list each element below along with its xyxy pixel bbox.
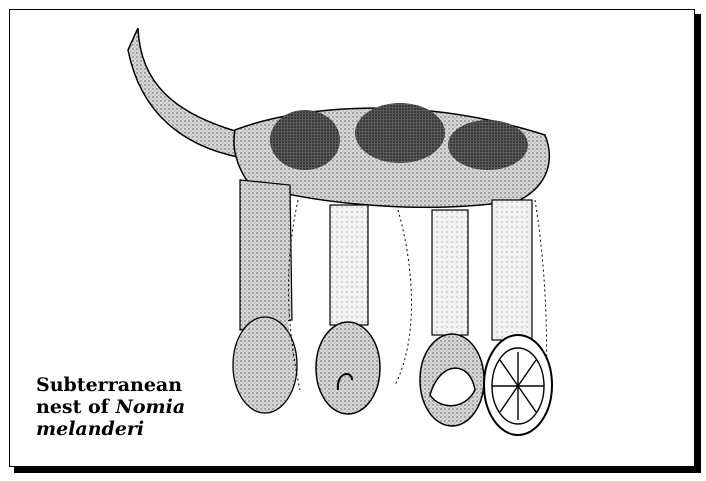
caption-genus: Nomia [115,396,185,418]
caption-species: melanderi [36,418,185,440]
cell-1 [233,317,297,413]
left-shaft [240,180,292,330]
cell-3-shaft [432,210,468,335]
dotted-burrow-b [395,210,412,385]
gallery-cavity-2 [355,103,445,163]
caption-line-1: Subterranean [36,374,185,396]
caption-line-2-prefix: nest of [36,396,115,418]
gallery-cavity-1 [270,110,340,170]
gallery-cavity-3 [448,120,528,170]
caption-line-2: nest of Nomia [36,396,185,418]
cell-2-shaft [330,205,368,325]
cell-4-segments [492,348,544,424]
cell-4-shaft [492,200,532,340]
figure-caption: Subterranean nest of Nomia melanderi [36,374,185,440]
cell-2 [316,322,380,414]
